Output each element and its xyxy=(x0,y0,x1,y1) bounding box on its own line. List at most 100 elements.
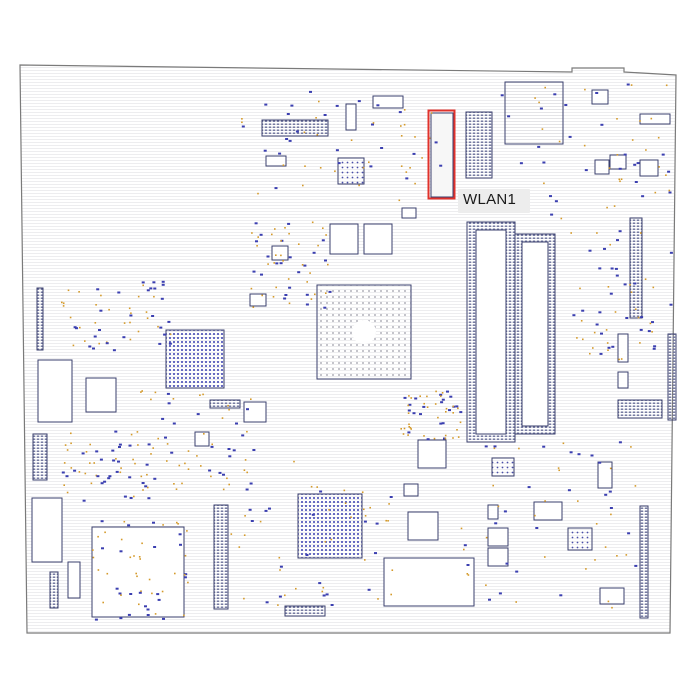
via xyxy=(211,443,213,446)
smd-pad xyxy=(287,222,291,225)
via xyxy=(78,471,81,473)
via xyxy=(607,349,609,351)
via xyxy=(280,254,282,257)
smd-pad xyxy=(172,422,176,425)
smd-pad xyxy=(305,293,309,296)
ic-bottom-6 xyxy=(487,527,509,547)
smd-pad xyxy=(615,274,619,277)
smd-pad xyxy=(118,446,121,448)
smd-pad xyxy=(599,352,603,355)
via xyxy=(644,278,647,280)
ic-top-tall xyxy=(345,103,357,131)
ic-right-2 xyxy=(617,399,663,419)
via xyxy=(259,520,262,523)
smd-pad xyxy=(668,191,672,194)
via xyxy=(426,406,429,408)
via xyxy=(250,287,253,290)
smd-pad xyxy=(414,397,418,400)
via xyxy=(316,134,319,136)
smd-pad xyxy=(559,594,563,597)
via xyxy=(485,584,487,586)
smd-pad xyxy=(527,486,531,489)
via xyxy=(120,467,122,469)
smd-pad xyxy=(249,482,253,485)
smd-pad xyxy=(325,593,329,596)
via xyxy=(665,84,668,87)
via xyxy=(613,205,616,207)
smd-pad xyxy=(519,162,523,165)
via xyxy=(637,316,640,319)
via xyxy=(518,447,520,450)
via xyxy=(541,128,544,130)
via xyxy=(64,444,67,446)
via xyxy=(650,117,653,120)
via xyxy=(421,157,423,159)
smd-pad xyxy=(161,280,165,283)
via xyxy=(324,540,327,543)
smd-pad xyxy=(466,564,470,566)
smd-pad xyxy=(337,162,341,165)
smd-pad xyxy=(440,401,444,404)
via xyxy=(452,437,454,439)
smd-pad xyxy=(651,321,654,324)
ic-mid-5 xyxy=(194,431,210,447)
via xyxy=(120,538,123,541)
smd-pad xyxy=(584,169,588,172)
via xyxy=(72,344,75,347)
pch-bga xyxy=(165,329,225,389)
via xyxy=(385,519,387,522)
ic-bottom-8 xyxy=(567,527,593,551)
ic-tr-5 xyxy=(609,154,627,170)
via xyxy=(261,294,263,297)
via xyxy=(430,112,433,114)
via xyxy=(620,358,623,360)
via xyxy=(657,136,660,139)
ic-bottom-2 xyxy=(407,511,439,541)
smd-pad xyxy=(598,461,602,464)
via xyxy=(317,244,319,247)
via xyxy=(222,488,225,491)
via xyxy=(364,515,367,517)
via xyxy=(288,232,290,235)
slot-wlan-inner xyxy=(430,112,454,198)
smd-pad xyxy=(117,460,120,463)
cpu-center xyxy=(352,320,376,344)
smd-pad xyxy=(128,476,132,479)
via xyxy=(89,443,91,446)
via xyxy=(66,491,69,494)
smd-pad xyxy=(590,454,594,457)
smd-pad xyxy=(232,449,236,452)
smd-pad xyxy=(146,608,150,611)
via xyxy=(630,446,632,448)
via xyxy=(137,295,140,298)
smd-pad xyxy=(321,239,325,242)
smd-pad xyxy=(166,392,170,395)
ic-bottom-11 xyxy=(599,587,625,605)
via xyxy=(267,263,269,265)
via xyxy=(544,86,546,89)
via xyxy=(607,600,610,603)
via xyxy=(251,232,253,234)
smd-pad xyxy=(311,513,315,516)
ic-right-1 xyxy=(617,333,629,363)
smd-pad xyxy=(434,141,438,144)
via xyxy=(140,590,142,592)
smd-pad xyxy=(319,490,323,493)
via xyxy=(178,464,181,467)
via xyxy=(310,298,313,300)
ic-bottom-4 xyxy=(491,457,515,477)
smd-pad xyxy=(412,152,416,155)
via xyxy=(187,468,190,470)
via xyxy=(428,137,431,139)
via xyxy=(321,590,324,593)
smd-pad xyxy=(146,289,150,292)
via xyxy=(154,391,157,394)
smd-pad xyxy=(235,422,238,425)
smd-pad xyxy=(449,395,453,398)
via xyxy=(534,514,536,517)
via xyxy=(128,307,131,310)
via xyxy=(403,427,406,430)
via xyxy=(618,178,621,181)
smd-pad xyxy=(633,163,637,166)
smd-pad xyxy=(108,475,112,478)
